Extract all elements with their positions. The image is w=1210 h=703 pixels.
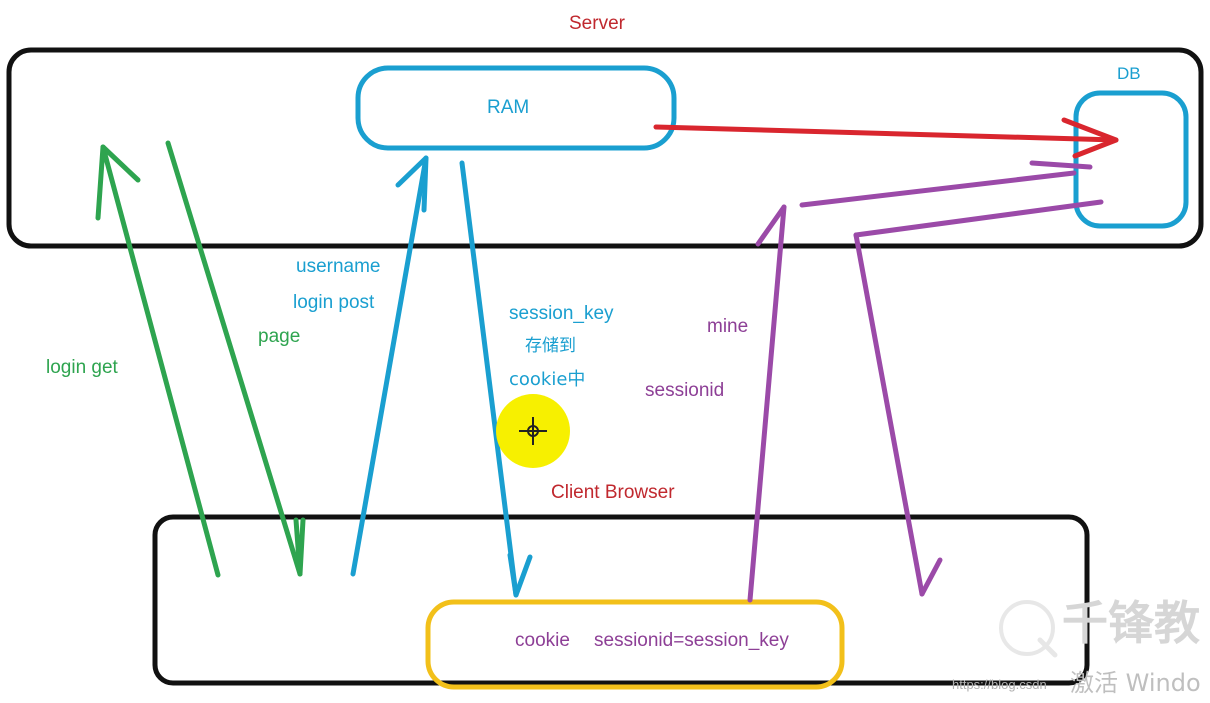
purple-arrow-server-to-db: [799, 160, 1093, 208]
green-arrow-login-get: [95, 144, 221, 578]
ram-label: RAM: [487, 97, 530, 118]
db-label: DB: [1117, 64, 1141, 83]
ram-box: [355, 65, 677, 151]
cursor-highlight: [496, 394, 570, 468]
watermark-brand: 千锋教: [1062, 596, 1200, 650]
sessionid-label: sessionid: [645, 380, 725, 401]
client-browser-label: Client Browser: [551, 482, 675, 503]
purple-arrow-sessionid-up: [747, 204, 787, 603]
server-box: [6, 47, 1204, 249]
login-post-label: login post: [293, 292, 375, 313]
server-label: Server: [569, 13, 625, 34]
red-arrow-ram-to-db: [653, 117, 1119, 159]
blue-arrow-session-key: [459, 160, 533, 598]
watermark-url: https://blog.csdn: [952, 677, 1047, 692]
db-box: [1073, 90, 1189, 229]
mine-label: mine: [707, 316, 749, 337]
watermark-activate: 激活 Windo: [1070, 669, 1201, 697]
blue-arrow-login-post: [350, 155, 429, 577]
cookie-box: [425, 599, 845, 690]
watermark-logo-icon: [999, 600, 1058, 658]
stored-to-label: 存储到: [525, 336, 576, 356]
session-key-label: session_key: [509, 303, 614, 324]
username-label: username: [296, 256, 381, 277]
login-get-label: login get: [46, 357, 118, 378]
page-label: page: [258, 326, 301, 347]
cookie-label: cookie: [515, 630, 570, 651]
cookie-in-label: cookie中: [509, 369, 586, 390]
purple-arrow-mine-down: [853, 199, 1104, 597]
client-browser-box: [152, 514, 1090, 686]
green-arrow-page: [165, 140, 306, 577]
sessionid-assignment-label: sessionid=session_key: [594, 630, 789, 651]
